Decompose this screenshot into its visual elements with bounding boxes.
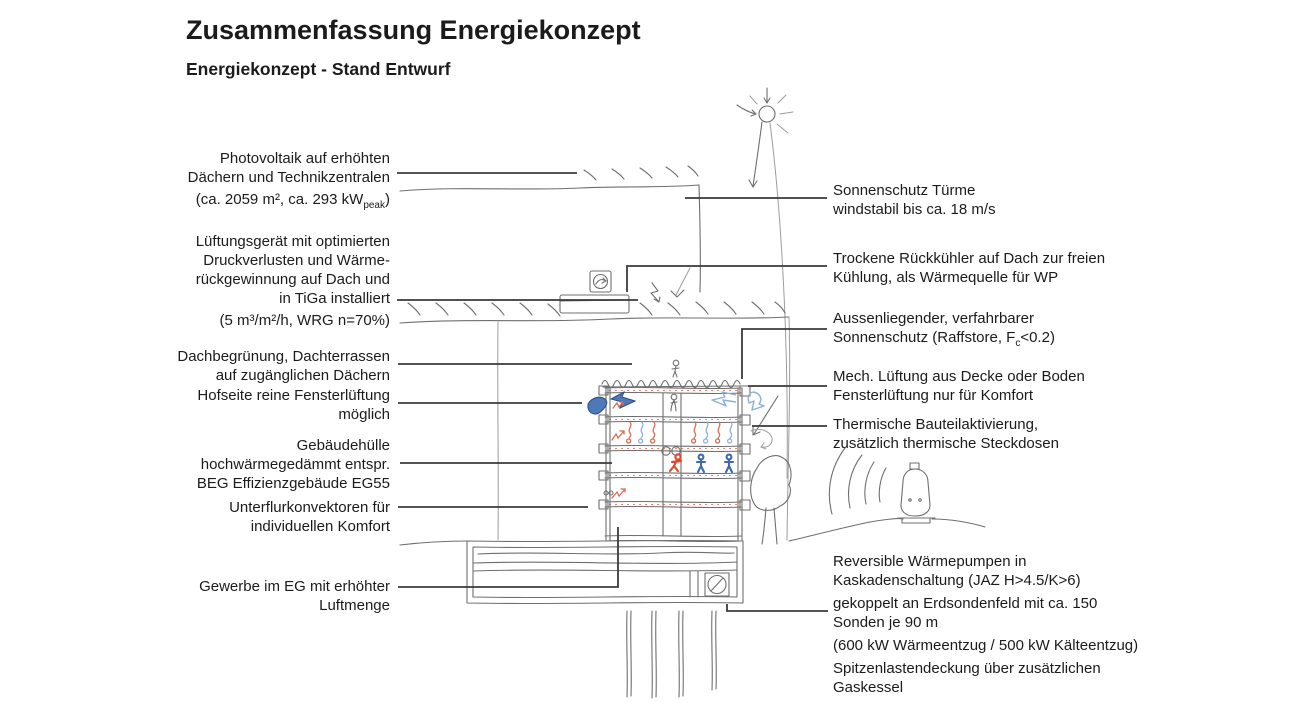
- annotation-line: Gebäudehülle: [296, 437, 390, 454]
- annotation-line: Sonnenschutz (Raffstore, Fc<0.2): [833, 329, 1055, 349]
- fan-icon: [589, 270, 612, 293]
- gas-boiler-icon: [828, 447, 936, 524]
- annotation-line: Spitzenlastendeckung über zusätzlichen: [833, 660, 1101, 677]
- annotation-unterflurkonvektoren: Unterflurkonvektoren für individuellen K…: [229, 498, 390, 536]
- borehole-lines: [626, 610, 717, 699]
- annotation-line: Mech. Lüftung aus Decke oder Boden: [833, 368, 1085, 385]
- air-flow-arrow: [750, 428, 773, 450]
- annotation-line: Lüftungsgerät mit optimierten: [195, 233, 390, 250]
- annotation-photovoltaik: Photovoltaik auf erhöhten Dächern und Te…: [188, 149, 390, 215]
- annotation-line: Hofseite reine Fensterlüftung: [197, 387, 390, 404]
- annotation-line: Sonnenschutz Türme: [833, 182, 976, 199]
- annotation-line: Thermische Bauteilaktivierung,: [833, 416, 1039, 433]
- annotation-aussenliegender-sonnenschutz: Aussenliegender, verfahrbarer Sonnenschu…: [833, 309, 1055, 353]
- annotation-line: Luftmenge: [319, 597, 390, 614]
- wind-arrow-icon: [587, 390, 765, 415]
- annotation-dachbegruenung: Dachbegrünung, Dachterrassen auf zugängl…: [177, 347, 390, 385]
- annotation-line: Gaskessel: [833, 679, 904, 696]
- annotation-sonnenschutz-tuerme: Sonnenschutz Türme windstabil bis ca. 18…: [833, 181, 996, 219]
- ventilation-unit: [559, 294, 630, 314]
- annotation-rueckkuehler: Trockene Rückkühler auf Dach zur freien …: [833, 249, 1105, 287]
- annotation-hofseite: Hofseite reine Fensterlüftung möglich: [197, 386, 390, 424]
- annotation-line: Aussenliegender, verfahrbarer: [833, 310, 1034, 327]
- person-figure: [670, 393, 678, 412]
- mid-roof: [399, 301, 791, 541]
- annotation-line: Trockene Rückkühler auf Dach zur freien: [833, 250, 1106, 267]
- annotation-mech-lueftung: Mech. Lüftung aus Decke oder Boden Fenst…: [833, 367, 1085, 405]
- annotation-line: (600 kW Wärmeentzug / 500 kW Kälteentzug…: [833, 637, 1139, 654]
- annotation-line: auf zugänglichen Dächern: [215, 367, 390, 384]
- annotation-gewerbe: Gewerbe im EG mit erhöhter Luftmenge: [199, 577, 390, 615]
- annotation-line: Unterflurkonvektoren für: [229, 499, 390, 516]
- annotation-line: gekoppelt an Erdsondenfeld mit ca. 150: [833, 595, 1098, 612]
- page-subtitle: Energiekonzept - Stand Entwurf: [186, 59, 451, 79]
- annotation-line: individuellen Komfort: [250, 518, 390, 535]
- annotation-line: Kaskadenschaltung (JAZ H>4.5/K>6): [833, 572, 1081, 589]
- annotation-line: möglich: [338, 406, 390, 423]
- annotation-line: Druckverlusten und Wärme-: [203, 252, 390, 269]
- annotation-line: in TiGa installiert: [279, 290, 390, 307]
- annotation-line: Fensterlüftung nur für Komfort: [833, 387, 1034, 404]
- annotation-line: Dächern und Technikzentralen: [187, 169, 390, 186]
- thermal-squiggle: [611, 421, 733, 444]
- annotation-line: (5 m³/m²/h, WRG n=70%): [219, 312, 390, 329]
- tree-sketch: [750, 455, 792, 545]
- annotation-line: Reversible Wärmepumpen in: [833, 553, 1027, 570]
- annotation-line: windstabil bis ca. 18 m/s: [833, 201, 996, 218]
- building-section: [587, 359, 765, 543]
- heat-pump-icon: [704, 572, 730, 597]
- annotation-line: Gewerbe im EG mit erhöhter: [199, 578, 390, 595]
- green-roof: [601, 379, 742, 389]
- tower-roof: [399, 184, 701, 293]
- leader-rueckkuehler: [626, 265, 827, 292]
- annotation-line: Photovoltaik auf erhöhten: [219, 150, 390, 167]
- leader-aussenliegender: [741, 328, 827, 379]
- annotation-waermepumpen: Reversible Wärmepumpen in Kaskadenschalt…: [833, 552, 1138, 697]
- lightning-icon: [650, 282, 685, 303]
- floor-slabs: [604, 386, 742, 543]
- pv-hatching: [583, 165, 699, 181]
- page-title: Zusammenfassung Energiekonzept: [186, 15, 641, 45]
- thermal-squiggle: [603, 488, 626, 499]
- annotation-lueftungsgeraet: Lüftungsgerät mit optimierten Druckverlu…: [196, 232, 390, 330]
- facades: [598, 385, 751, 541]
- annotation-line: rückgewinnung auf Dach und: [195, 271, 390, 288]
- leader-gewerbe: [398, 527, 619, 588]
- annotation-line: Sonden je 90 m: [833, 614, 939, 631]
- annotation-line: BEG Effizienzgebäude EG55: [196, 475, 390, 492]
- person-figure: [671, 359, 680, 378]
- ground-line: [399, 518, 986, 546]
- annotation-line: Kühlung, als Wärmequelle für WP: [833, 269, 1059, 286]
- annotation-gebaeudehuelle: Gebäudehülle hochwärmegedämmt entspr. BE…: [197, 436, 390, 493]
- leader-waermepumpen: [726, 604, 828, 612]
- annotation-bauteilaktivierung: Thermische Bauteilaktivierung, zusätzlic…: [833, 415, 1059, 453]
- annotation-line: zusätzlich thermische Steckdosen: [833, 435, 1059, 452]
- annotation-line: hochwärmegedämmt entspr.: [200, 456, 390, 473]
- annotation-line: (ca. 2059 m², ca. 293 kWpeak): [195, 191, 390, 211]
- sun-ray-lines: [675, 121, 788, 479]
- sun-icon: [736, 87, 794, 134]
- annotation-line: Dachbegrünung, Dachterrassen: [177, 348, 390, 365]
- basement: [466, 539, 744, 605]
- leader-lines: [397, 172, 828, 612]
- person-figure: [661, 446, 735, 474]
